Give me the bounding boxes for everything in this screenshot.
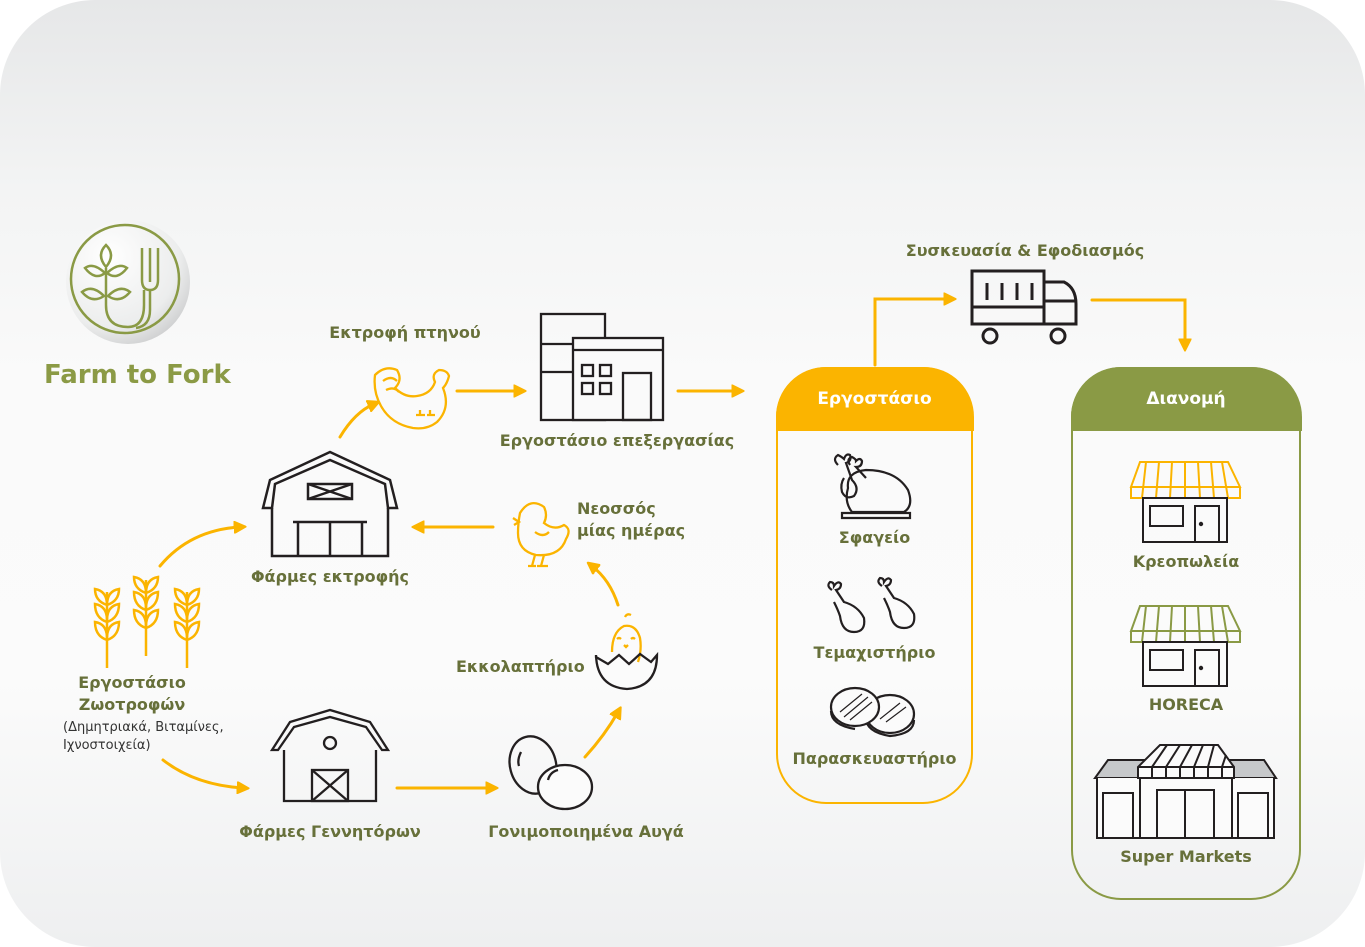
arrow-eggs-to-hatchery <box>583 712 618 759</box>
drumsticks-icon <box>827 576 916 634</box>
factory-icon <box>539 312 665 422</box>
packaging-label: Συσκευασία & Εφοδιασμός <box>905 241 1145 260</box>
barn-icon-breeding <box>261 450 399 558</box>
factory-item-label: Παρασκευαστήριο <box>792 749 957 768</box>
feed-factory-title-line1: Εργοστάσιο <box>78 673 186 692</box>
brand-title: Farm to Fork <box>44 360 231 390</box>
distribution-item-label: Κρεοπωλεία <box>1132 552 1240 571</box>
horeca-shop-icon <box>1129 605 1242 687</box>
leaf-fork-icon <box>66 220 190 344</box>
arrow-feed-to-breeding <box>158 527 240 568</box>
patties-icon <box>829 686 916 738</box>
distribution-panel: Διανομή <box>1070 366 1302 900</box>
hatchery-label: Εκκολαπτήριο <box>456 657 585 676</box>
feed-factory-subtitle-line1: (Δημητριακά, Βιταμίνες, <box>63 720 224 735</box>
arrow-hatchery-to-chick <box>592 566 620 607</box>
feed-factory-subtitle-line2: Ιχνοστοιχεία) <box>63 738 151 753</box>
arrow-truck-to-distribution <box>1090 298 1185 345</box>
day-old-chick-line1: Νεοσσός <box>577 499 656 518</box>
parent-farms-label: Φάρμες Γεννητόρων <box>239 822 421 841</box>
barn-icon-parents <box>269 708 391 803</box>
rooster-icon <box>373 367 451 430</box>
whole-chicken-icon <box>833 453 912 520</box>
day-old-chick-line2: μίας ημέρας <box>577 521 686 540</box>
breeding-farms-label: Φάρμες εκτροφής <box>250 567 410 586</box>
chick-icon <box>512 502 570 568</box>
truck-icon <box>970 269 1078 345</box>
arrow-factory-to-truck <box>873 299 950 367</box>
factory-item-label: Σφαγείο <box>838 528 911 547</box>
feed-factory-title-line2: Ζωοτροφών <box>78 695 186 714</box>
supermarket-icon <box>1093 744 1278 839</box>
butcher-shop-icon <box>1129 461 1242 543</box>
distribution-panel-title: Διανομή <box>1070 366 1302 431</box>
distribution-item-label: Super Markets <box>1120 847 1252 866</box>
arrow-feed-to-parents <box>161 758 243 788</box>
wheat-icon <box>93 575 201 670</box>
feed-factory-subtitle: (Δημητριακά, Βιταμίνες, Ιχνοστοιχεία) <box>63 719 224 755</box>
fertilized-eggs-label: Γονιμοποιημένα Αυγά <box>488 822 684 841</box>
factory-item-label: Τεμαχιστήριο <box>813 643 936 662</box>
factory-panel: Εργοστάσιο <box>775 366 974 804</box>
day-old-chick-label: Νεοσσός μίας ημέρας <box>577 498 685 542</box>
feed-factory-title: Εργοστάσιο Ζωοτροφών <box>58 672 206 716</box>
hatching-egg-icon <box>594 613 659 691</box>
distribution-item-label: HORECA <box>1148 695 1224 714</box>
poultry-breeding-label: Εκτροφή πτηνού <box>329 323 481 342</box>
eggs-icon <box>508 735 594 811</box>
arrow-breeding-to-poultry <box>338 404 374 439</box>
processing-plant-label: Εργοστάσιο επεξεργασίας <box>499 431 735 450</box>
factory-panel-title: Εργοστάσιο <box>775 366 974 431</box>
